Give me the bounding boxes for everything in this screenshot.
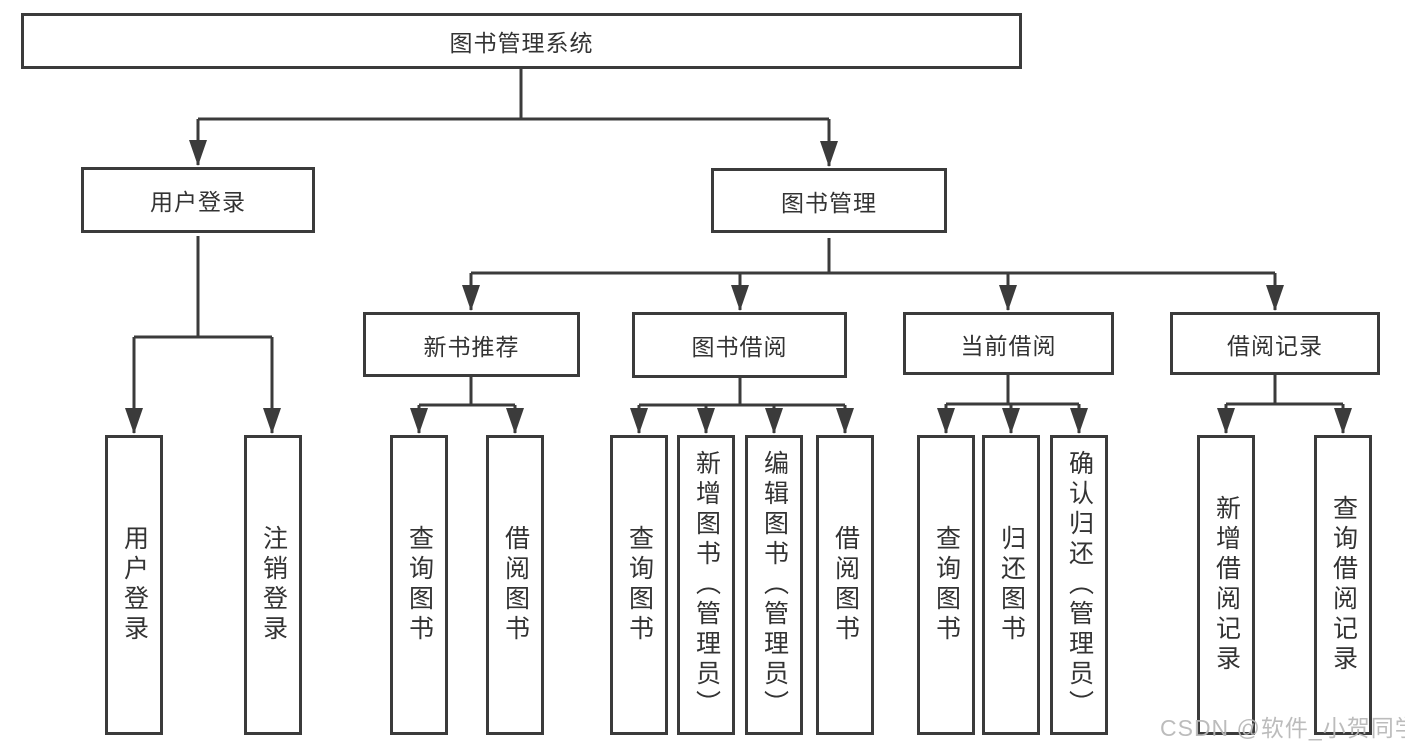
node-label: 图书管理 xyxy=(781,189,877,216)
node-label: 图书管理系统 xyxy=(449,30,594,56)
node-label: 用户登录 xyxy=(150,189,246,215)
leaf-query-books-borrowing: 查询图书 xyxy=(610,435,668,735)
leaf-add-borrow-record: 新增借阅记录 xyxy=(1197,435,1255,735)
node-label: 查询图书 xyxy=(932,525,961,645)
leaf-edit-books-admin: 编辑图书（管理员） xyxy=(745,435,803,735)
leaf-query-borrow-record: 查询借阅记录 xyxy=(1314,435,1372,735)
leaf-user-login: 用户登录 xyxy=(105,435,163,735)
node-label: 查询图书 xyxy=(405,525,434,645)
node-label: 确认归还（管理员） xyxy=(1065,450,1094,720)
node-library-management-system: 图书管理系统 xyxy=(21,13,1022,69)
node-label: 编辑图书（管理员） xyxy=(760,450,789,720)
node-book-borrowing: 图书借阅 xyxy=(632,312,847,378)
leaf-return-books: 归还图书 xyxy=(982,435,1040,735)
node-label: 借阅记录 xyxy=(1227,332,1323,359)
node-label: 新增图书（管理员） xyxy=(692,450,721,720)
node-label: 图书借阅 xyxy=(691,334,788,360)
node-borrowing-records: 借阅记录 xyxy=(1170,312,1380,375)
node-label: 借阅图书 xyxy=(831,525,860,645)
node-user-login-module: 用户登录 xyxy=(81,167,315,233)
leaf-query-books-recommend: 查询图书 xyxy=(390,435,448,735)
leaf-confirm-return-admin: 确认归还（管理员） xyxy=(1050,435,1108,735)
node-current-borrowing: 当前借阅 xyxy=(903,312,1114,375)
node-label: 当前借阅 xyxy=(960,332,1057,359)
node-new-book-recommend: 新书推荐 xyxy=(363,312,580,377)
leaf-add-books-admin: 新增图书（管理员） xyxy=(677,435,735,735)
node-label: 归还图书 xyxy=(997,525,1026,645)
node-label: 新书推荐 xyxy=(423,333,520,360)
leaf-borrow-books-recommend: 借阅图书 xyxy=(486,435,544,735)
node-label: 借阅图书 xyxy=(501,525,530,645)
node-label: 查询图书 xyxy=(625,525,654,645)
node-label: 查询借阅记录 xyxy=(1329,495,1358,675)
leaf-query-books-current: 查询图书 xyxy=(917,435,975,735)
node-label: 用户登录 xyxy=(120,525,149,645)
node-label: 注销登录 xyxy=(259,525,288,645)
node-book-management-module: 图书管理 xyxy=(711,168,947,233)
csdn-watermark: CSDN @软件_小贺同学 xyxy=(1160,715,1405,741)
leaf-logout: 注销登录 xyxy=(244,435,302,735)
node-label: 新增借阅记录 xyxy=(1212,495,1241,675)
leaf-borrow-books: 借阅图书 xyxy=(816,435,874,735)
